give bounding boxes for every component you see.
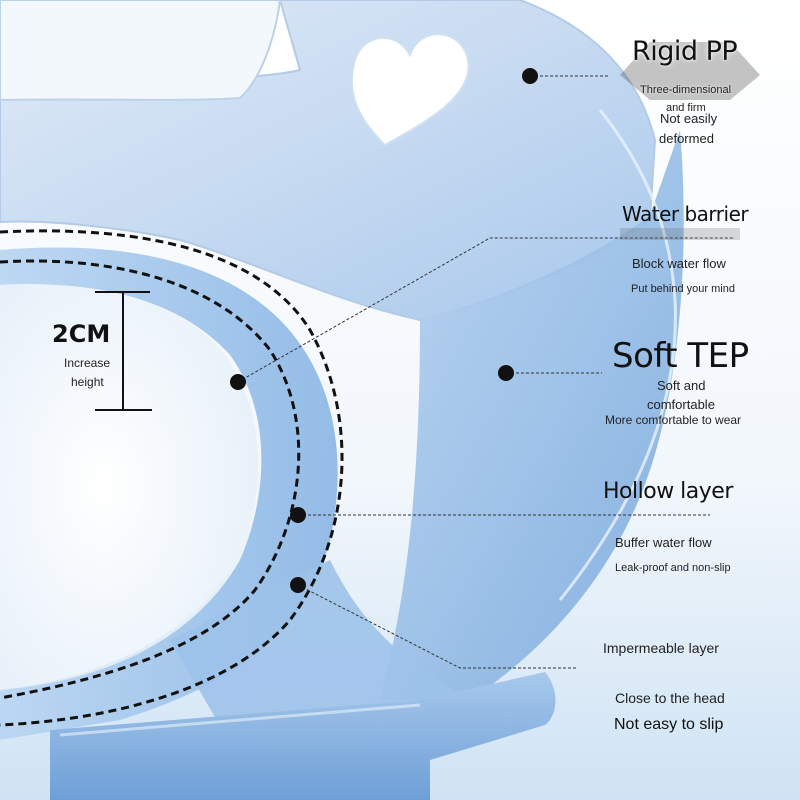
dot-water-barrier xyxy=(230,374,246,390)
height-bracket xyxy=(95,291,152,411)
adjustable-strap xyxy=(50,672,556,800)
water-barrier-shadow xyxy=(620,228,740,240)
soft-tep-title: Soft TEP xyxy=(612,336,749,376)
rigid-pp-line4: deformed xyxy=(659,131,714,146)
soft-tep-line3: More comfortable to wear xyxy=(605,413,742,427)
dot-soft-tep xyxy=(498,365,514,381)
rigid-pp-title: Rigid PP xyxy=(632,36,738,67)
water-barrier-line1: Block water flow xyxy=(632,256,726,271)
heart-cutout-icon xyxy=(350,33,470,147)
strap-highlight xyxy=(59,703,421,737)
brim-cutout xyxy=(0,0,282,102)
dot-impermeable xyxy=(290,577,306,593)
height-line1: Increase xyxy=(64,356,111,370)
soft-tep-line1: Soft and xyxy=(657,378,706,393)
rigid-pp-line2: and firm xyxy=(666,102,706,114)
head-opening xyxy=(0,284,259,690)
rigid-pp-badge xyxy=(620,42,760,100)
impermeable-layer-line1: Close to the head xyxy=(615,690,725,706)
leader-impermeable xyxy=(297,584,578,669)
hollow-layer-line1: Buffer water flow xyxy=(615,535,712,550)
leader-water-barrier xyxy=(237,237,735,383)
dashed-outline-outer xyxy=(0,229,344,727)
dot-hollow-layer xyxy=(290,507,306,523)
dot-rigid-pp xyxy=(522,68,538,84)
height-line2: height xyxy=(71,375,104,389)
soft-tep-edge xyxy=(558,109,677,601)
height-value: 2CM xyxy=(52,320,111,348)
hollow-layer-line2: Leak-proof and non-slip xyxy=(615,562,731,574)
impermeable-layer-line2: Not easy to slip xyxy=(614,716,724,733)
soft-tep-panel xyxy=(380,130,684,700)
hollow-layer-title: Hollow layer xyxy=(603,479,733,504)
dashed-outline-inner xyxy=(0,259,301,700)
water-barrier-title: Water barrier xyxy=(622,202,749,226)
rigid-pp-line3: Not easily xyxy=(660,111,718,126)
water-barrier-line2: Put behind your mind xyxy=(631,283,735,295)
soft-tep-line2: comfortable xyxy=(647,397,715,412)
impermeable-layer-title: Impermeable layer xyxy=(603,640,719,656)
rigid-pp-line1: Three-dimensional xyxy=(640,84,732,96)
